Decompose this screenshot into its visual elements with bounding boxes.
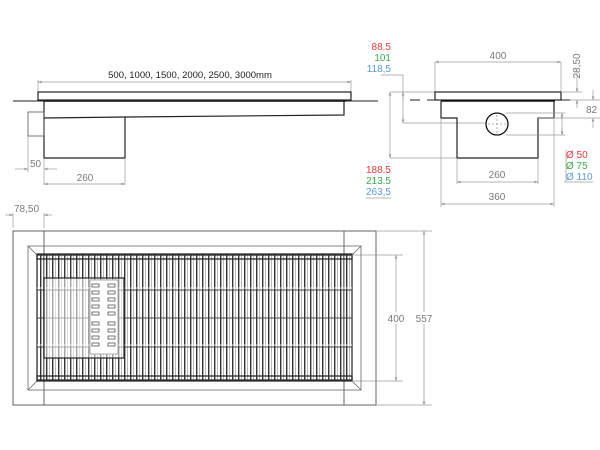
outlet-height-label: 82: [586, 105, 598, 116]
depth-total-green: 213.5: [366, 176, 391, 187]
bevel-frame: [27, 245, 362, 391]
depth-total-red: 188.5: [366, 165, 391, 176]
channel-body: [43, 100, 345, 119]
frame-top: [37, 91, 352, 101]
outlet-diameter-green: Ø 75: [566, 161, 588, 172]
depth-upper-red: 88.5: [372, 42, 392, 53]
section-view: 88.5 101 118,5 188.5 213.5 263,5 400: [366, 42, 600, 207]
body-width-label: 360: [489, 192, 506, 203]
section-body: [440, 101, 555, 159]
outlet-diameter-blue: Ø 110: [566, 172, 593, 183]
top-width-label: 400: [490, 51, 507, 62]
overall-width-label: 557: [416, 314, 433, 325]
depth-upper-green: 101: [374, 53, 391, 64]
depth-upper-blue: 118,5: [367, 64, 392, 75]
frame-offset-label: 78,50: [14, 204, 39, 215]
outer-frame: [12, 230, 377, 406]
outlet-diameter-red: Ø 50: [566, 150, 588, 161]
sump-length-label: 260: [77, 173, 94, 184]
side-view: 500, 1000, 1500, 2000, 2500, 3000mm 50 2…: [13, 70, 378, 186]
length-label: 500, 1000, 1500, 2000, 2500, 3000mm: [108, 70, 272, 81]
outlet-stub: [27, 111, 45, 137]
outlet-circle: [485, 112, 509, 136]
sump-width-label: 260: [489, 170, 506, 181]
sump-box: [43, 117, 126, 159]
frame-height-label: 28,50: [572, 53, 583, 78]
depth-total-blue: 263,5: [366, 187, 391, 198]
section-frame: [434, 91, 562, 101]
grate-width-label: 400: [388, 314, 405, 325]
outlet-offset-label: 50: [30, 159, 42, 170]
plan-view: 78,50: [5, 204, 435, 406]
